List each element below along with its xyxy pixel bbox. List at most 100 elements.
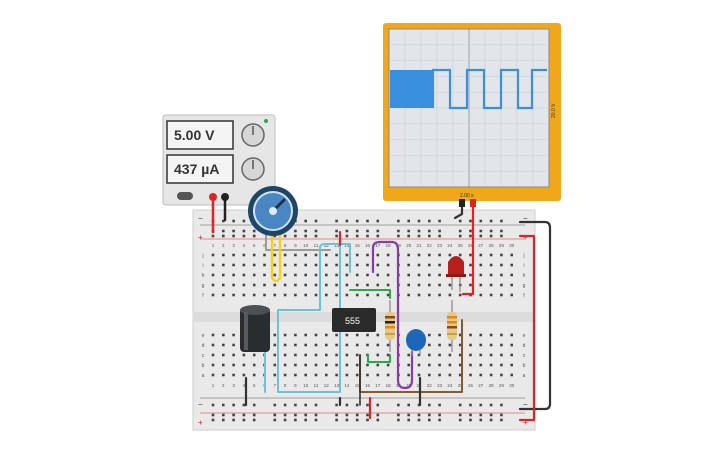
- rail-hole[interactable]: [458, 219, 462, 223]
- breadboard-hole[interactable]: [273, 253, 277, 257]
- rail-hole[interactable]: [211, 413, 215, 417]
- breadboard-hole[interactable]: [232, 293, 235, 297]
- breadboard-hole[interactable]: [314, 343, 318, 347]
- rail-hole[interactable]: [407, 403, 410, 407]
- rail-hole[interactable]: [335, 403, 338, 407]
- breadboard-hole[interactable]: [438, 293, 441, 297]
- breadboard-hole[interactable]: [232, 363, 235, 367]
- breadboard-hole[interactable]: [376, 343, 380, 347]
- rail-hole[interactable]: [407, 229, 410, 233]
- breadboard-hole[interactable]: [314, 353, 318, 357]
- rail-hole[interactable]: [314, 403, 318, 407]
- breadboard-hole[interactable]: [428, 253, 431, 257]
- breadboard-hole[interactable]: [448, 343, 452, 347]
- breadboard-hole[interactable]: [489, 253, 493, 257]
- breadboard-hole[interactable]: [355, 373, 359, 377]
- rail-hole[interactable]: [376, 234, 380, 238]
- breadboard-hole[interactable]: [438, 343, 441, 347]
- breadboard-hole[interactable]: [263, 253, 266, 257]
- rail-hole[interactable]: [242, 403, 246, 407]
- rail-hole[interactable]: [335, 219, 338, 223]
- breadboard-hole[interactable]: [376, 283, 380, 287]
- rail-hole[interactable]: [232, 403, 235, 407]
- breadboard-hole[interactable]: [417, 283, 421, 287]
- breadboard-hole[interactable]: [345, 343, 349, 347]
- rail-hole[interactable]: [345, 229, 349, 233]
- breadboard-hole[interactable]: [500, 333, 503, 337]
- breadboard-hole[interactable]: [294, 283, 297, 287]
- rail-hole[interactable]: [407, 219, 410, 223]
- breadboard-hole[interactable]: [428, 343, 431, 347]
- rail-hole[interactable]: [428, 234, 431, 238]
- rail-hole[interactable]: [428, 219, 431, 223]
- breadboard-hole[interactable]: [355, 273, 359, 277]
- breadboard-hole[interactable]: [345, 273, 349, 277]
- rail-hole[interactable]: [345, 413, 349, 417]
- breadboard-hole[interactable]: [448, 283, 452, 287]
- breadboard-hole[interactable]: [489, 343, 493, 347]
- rail-hole[interactable]: [489, 229, 493, 233]
- breadboard-hole[interactable]: [304, 353, 307, 357]
- breadboard-hole[interactable]: [500, 353, 503, 357]
- breadboard-hole[interactable]: [222, 293, 225, 297]
- rail-hole[interactable]: [294, 403, 297, 407]
- rail-hole[interactable]: [211, 234, 215, 238]
- rail-hole[interactable]: [232, 418, 235, 422]
- breadboard-hole[interactable]: [458, 253, 462, 257]
- breadboard-hole[interactable]: [294, 363, 297, 367]
- rail-hole[interactable]: [469, 229, 472, 233]
- breadboard-hole[interactable]: [252, 263, 256, 267]
- breadboard-hole[interactable]: [325, 253, 328, 257]
- rail-hole[interactable]: [376, 418, 380, 422]
- breadboard-hole[interactable]: [489, 353, 493, 357]
- rail-hole[interactable]: [366, 413, 369, 417]
- breadboard-hole[interactable]: [273, 293, 277, 297]
- positive-terminal[interactable]: [209, 193, 217, 201]
- rail-hole[interactable]: [304, 219, 307, 223]
- breadboard-hole[interactable]: [252, 373, 256, 377]
- breadboard-hole[interactable]: [335, 283, 338, 287]
- rail-hole[interactable]: [417, 413, 421, 417]
- rail-hole[interactable]: [283, 413, 287, 417]
- breadboard-hole[interactable]: [407, 263, 410, 267]
- breadboard-hole[interactable]: [211, 333, 215, 337]
- breadboard-hole[interactable]: [294, 253, 297, 257]
- rail-hole[interactable]: [376, 229, 380, 233]
- potentiometer[interactable]: [248, 186, 298, 236]
- breadboard-hole[interactable]: [283, 353, 287, 357]
- rail-hole[interactable]: [273, 403, 277, 407]
- rail-hole[interactable]: [335, 234, 338, 238]
- breadboard-hole[interactable]: [479, 253, 483, 257]
- breadboard-hole[interactable]: [211, 263, 215, 267]
- resistor-2[interactable]: [447, 300, 457, 352]
- breadboard-hole[interactable]: [386, 263, 390, 267]
- breadboard-hole[interactable]: [510, 343, 513, 347]
- rail-hole[interactable]: [407, 234, 410, 238]
- breadboard-hole[interactable]: [335, 353, 338, 357]
- breadboard-hole[interactable]: [366, 253, 369, 257]
- breadboard-hole[interactable]: [417, 373, 421, 377]
- breadboard-hole[interactable]: [294, 373, 297, 377]
- breadboard-hole[interactable]: [211, 253, 215, 257]
- rail-hole[interactable]: [304, 403, 307, 407]
- breadboard-hole[interactable]: [263, 273, 266, 277]
- breadboard-hole[interactable]: [211, 363, 215, 367]
- rail-hole[interactable]: [294, 229, 297, 233]
- rail-hole[interactable]: [355, 234, 359, 238]
- rail-hole[interactable]: [417, 219, 421, 223]
- breadboard-hole[interactable]: [355, 263, 359, 267]
- breadboard-hole[interactable]: [458, 353, 462, 357]
- breadboard-hole[interactable]: [232, 283, 235, 287]
- rail-hole[interactable]: [366, 234, 369, 238]
- breadboard-hole[interactable]: [469, 273, 472, 277]
- breadboard-hole[interactable]: [438, 283, 441, 287]
- breadboard-hole[interactable]: [489, 293, 493, 297]
- breadboard-hole[interactable]: [428, 283, 431, 287]
- breadboard-hole[interactable]: [469, 353, 472, 357]
- breadboard-hole[interactable]: [345, 363, 349, 367]
- breadboard-hole[interactable]: [222, 333, 225, 337]
- breadboard-hole[interactable]: [500, 273, 503, 277]
- rail-hole[interactable]: [479, 413, 483, 417]
- breadboard-hole[interactable]: [325, 263, 328, 267]
- breadboard-hole[interactable]: [355, 253, 359, 257]
